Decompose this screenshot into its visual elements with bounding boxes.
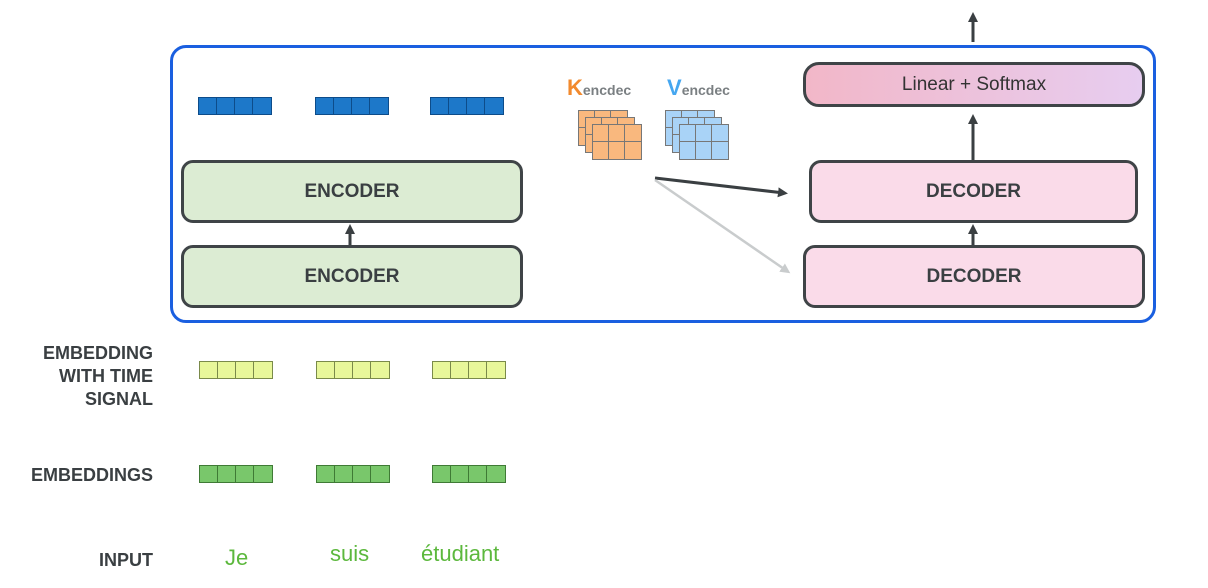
kv-to-bottom-decoder-arrow [654, 178, 791, 274]
kv-to-top-decoder-arrow [654, 176, 788, 198]
input-word-etudiant: étudiant [421, 541, 500, 566]
label-line: EMBEDDING [42, 343, 153, 363]
encoder-label: ENCODER [304, 180, 400, 202]
label-line: WITH TIME [59, 366, 153, 386]
embedding-vector [199, 465, 273, 483]
k-matrix [592, 124, 642, 160]
embedding-vector [316, 465, 390, 483]
k-encdec-label: Kencdec [567, 75, 631, 101]
input-label: INPUT [99, 550, 153, 570]
label-line: SIGNAL [84, 389, 153, 409]
v-encdec-label: Vencdec [667, 75, 730, 101]
encoder-output-vector [315, 97, 389, 115]
embeddings-label: EMBEDDINGS [30, 465, 153, 485]
input-word-je: Je [225, 545, 249, 570]
time-signal-vector [432, 361, 506, 379]
encoder-output-vector [198, 97, 272, 115]
time-signal-vector [199, 361, 273, 379]
embedding-time-signal-label: EMBEDDING WITH TIME SIGNAL [3, 342, 153, 411]
k-letter: K [567, 75, 583, 100]
linear-softmax-label: Linear + Softmax [901, 73, 1047, 95]
k-subscript: encdec [582, 82, 632, 98]
transformer-frame [170, 45, 1156, 323]
decoder-label: DECODER [925, 180, 1021, 202]
encoder-block-bottom: ENCODER [181, 245, 523, 308]
encoder-output-vector [430, 97, 504, 115]
encoder-label: ENCODER [304, 265, 400, 287]
decoder-label: DECODER [926, 265, 1022, 287]
decoder-block-bottom: DECODER [803, 245, 1145, 308]
v-subscript: encdec [681, 82, 730, 98]
decoder-block-top: DECODER [809, 160, 1138, 223]
input-word-suis: suis [330, 541, 370, 566]
linear-softmax-block: Linear + Softmax [803, 62, 1145, 107]
encoder-block-top: ENCODER [181, 160, 523, 223]
embedding-vector [432, 465, 506, 483]
time-signal-vector [316, 361, 390, 379]
v-letter: V [667, 75, 682, 100]
v-matrix [679, 124, 729, 160]
